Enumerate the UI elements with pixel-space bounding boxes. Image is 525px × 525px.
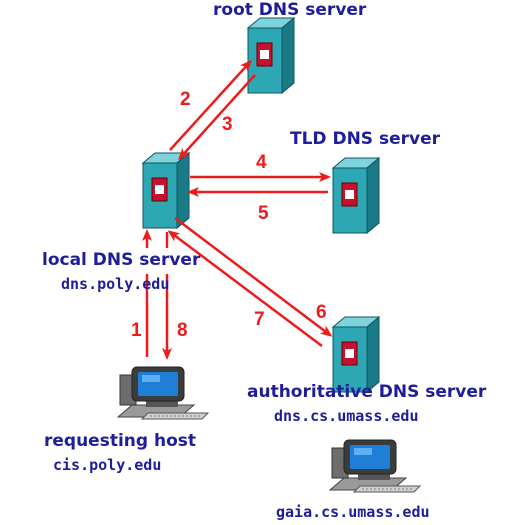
requesting-host-computer-icon — [117, 366, 209, 420]
step-number-4: 4 — [256, 152, 267, 173]
tld-server-label: TLD DNS server — [290, 129, 440, 149]
arrow-step-7 — [167, 230, 323, 347]
step-number-1: 1 — [131, 320, 142, 341]
local-server-icon — [142, 152, 190, 229]
step-number-7: 7 — [254, 309, 265, 330]
authoritative-server-icon — [332, 316, 380, 393]
gaia-hostname: gaia.cs.umass.edu — [276, 503, 430, 521]
step-number-2: 2 — [180, 89, 191, 110]
local-server-label: local DNS server — [42, 250, 201, 270]
step-number-8: 8 — [177, 320, 188, 341]
step-number-6: 6 — [316, 302, 327, 323]
arrow-step-6 — [174, 217, 333, 337]
step-number-3: 3 — [222, 114, 233, 135]
requesting-host-label: requesting host — [44, 431, 197, 451]
root-server-icon — [247, 17, 295, 94]
gaia-host-computer-icon — [329, 439, 421, 493]
step-number-5: 5 — [258, 203, 269, 224]
requesting-host-hostname: cis.poly.edu — [53, 456, 162, 474]
authoritative-server-hostname: dns.cs.umass.edu — [274, 407, 419, 425]
authoritative-server-label: authoritative DNS server — [247, 382, 487, 402]
root-server-label: root DNS server — [213, 0, 367, 20]
arrow-step-2 — [169, 59, 253, 151]
tld-server-icon — [332, 157, 380, 234]
local-server-hostname: dns.poly.edu — [61, 275, 170, 293]
arrow-step-3 — [177, 74, 256, 161]
